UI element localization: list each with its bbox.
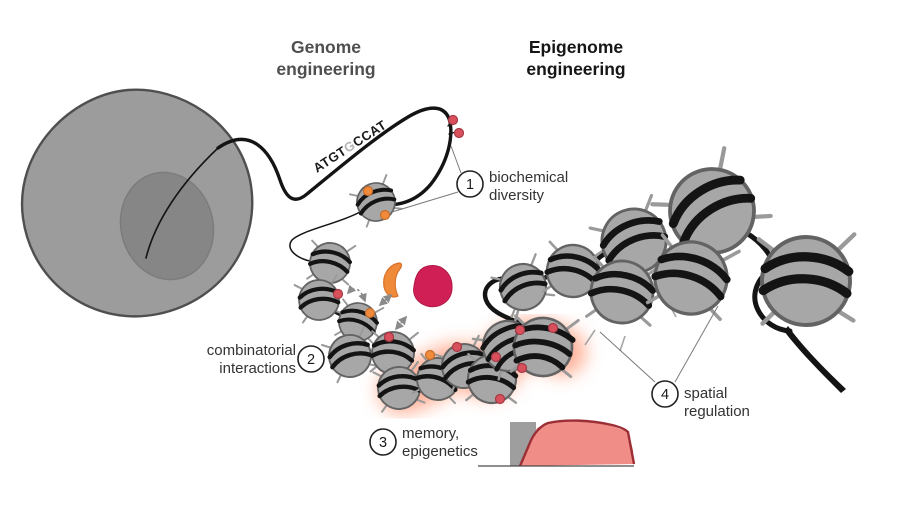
annotation-label-3-line1: memory, xyxy=(402,425,459,442)
interaction-arrows xyxy=(346,284,408,331)
orange-modification-dot xyxy=(362,185,374,197)
blob-protein xyxy=(413,265,453,308)
effector-proteins xyxy=(383,262,453,308)
dna-strand-from-nucleus xyxy=(145,147,219,259)
red-modification-dot xyxy=(383,331,395,343)
red-modification-dot xyxy=(547,322,559,334)
titles: Genome engineering Epigenome engineering xyxy=(276,37,625,79)
orange-modification-dot xyxy=(424,349,436,361)
annotation-circle-3 xyxy=(369,428,397,456)
red-modification-dot xyxy=(494,393,506,405)
red-modification-dot xyxy=(453,127,465,139)
red-modification-dot xyxy=(516,362,528,374)
interaction-arrow xyxy=(346,284,367,303)
pointer-line-4a xyxy=(599,331,656,383)
annotation-circle-1 xyxy=(456,170,484,198)
annotation-label-4-line1: spatial xyxy=(684,385,727,402)
memory-plot xyxy=(478,419,636,467)
annotation-label-2-line1: combinatorial xyxy=(207,342,296,359)
pointer-line-1b xyxy=(391,191,459,213)
crescent-protein xyxy=(383,262,403,298)
annotation-number-1: 1 xyxy=(466,177,474,193)
memory-plot-area xyxy=(520,421,634,466)
red-modification-dot xyxy=(490,351,502,363)
annotation-label-3-line2: epigenetics xyxy=(402,443,478,460)
orange-modification-dot xyxy=(379,209,391,221)
interaction-arrow xyxy=(378,293,393,307)
nucleosome xyxy=(489,253,556,319)
annotation-circle-2 xyxy=(297,345,325,373)
orange-modification-dot xyxy=(364,307,376,319)
epigenome-title-line2: engineering xyxy=(526,59,625,79)
nucleosome xyxy=(752,226,861,331)
memory-plot-border xyxy=(518,419,636,467)
pointer-line-4b xyxy=(674,305,719,383)
annotation-number-3: 3 xyxy=(379,435,387,451)
red-modification-dot xyxy=(451,341,463,353)
dna-sequence-text: ATGTGCCAT xyxy=(310,117,389,175)
red-modification-dot xyxy=(447,114,459,126)
interaction-arrow xyxy=(394,315,408,331)
cell-nucleus xyxy=(119,171,215,281)
epigenome-title-line1: Epigenome xyxy=(529,37,624,57)
red-modification-dot xyxy=(514,324,526,336)
dna-tail-right xyxy=(784,326,846,393)
annotation-number-2: 2 xyxy=(307,352,315,368)
annotation-label-1-line2: diversity xyxy=(489,187,545,204)
annotation-pointers xyxy=(391,145,719,383)
genome-title-line1: Genome xyxy=(291,37,361,57)
genome-title-line2: engineering xyxy=(276,59,375,79)
annotations: 1 biochemical diversity 2 combinatorial … xyxy=(207,169,750,460)
red-modification-dot xyxy=(332,288,344,300)
nucleosome-layer xyxy=(294,145,861,412)
pointer-line-1a xyxy=(450,145,462,174)
annotation-label-4-line2: regulation xyxy=(684,403,750,420)
cell xyxy=(20,88,254,318)
annotation-label-1-line1: biochemical xyxy=(489,169,568,186)
annotation-circle-4 xyxy=(651,380,679,408)
dna-strand-genome xyxy=(216,106,453,207)
annotation-number-4: 4 xyxy=(661,387,669,403)
nucleosome xyxy=(345,171,406,231)
annotation-label-2-line2: interactions xyxy=(219,360,296,377)
modification-dot-layer xyxy=(332,114,559,405)
